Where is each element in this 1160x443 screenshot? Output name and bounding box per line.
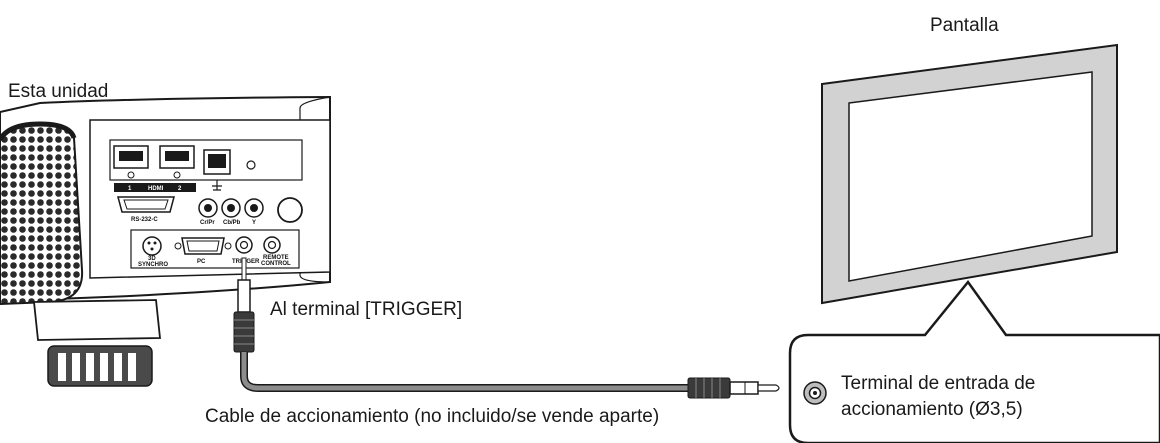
hdmi-label: HDMI <box>148 186 164 192</box>
y-label: Y <box>252 220 256 226</box>
pc-label: PC <box>197 259 206 265</box>
screen-terminal-label-line1: Terminal de entrada de <box>841 373 1036 394</box>
trigger-terminal-label: Al terminal [TRIGGER] <box>270 299 463 320</box>
projection-screen <box>821 43 1118 305</box>
round-button[interactable] <box>277 197 303 223</box>
3d-synchro-port[interactable] <box>142 236 162 256</box>
trigger-port[interactable] <box>235 236 253 254</box>
hdmi-1-label: 1 <box>128 186 132 192</box>
screen-terminal-label-line2: accionamiento (Ø3,5) <box>841 399 1023 420</box>
hdmi-label-bar <box>114 183 196 192</box>
component-port-cr-pr[interactable] <box>198 198 218 218</box>
projector-foot <box>33 299 161 387</box>
synchro-label: SYNCHRO <box>138 262 168 268</box>
trigger-cable <box>233 257 780 399</box>
unit-label: Esta unidad <box>8 81 109 102</box>
screen-label: Pantalla <box>930 15 999 36</box>
cr-pr-label: Cr/Pr <box>200 220 215 226</box>
rs232c-label: RS-232-C <box>131 217 158 223</box>
control-label: CONTROL <box>261 261 291 267</box>
hdmi-port-2[interactable] <box>159 145 195 179</box>
hdmi-port-1[interactable] <box>113 145 149 179</box>
remote-label: REMOTE <box>263 255 289 261</box>
3d-label: 3D <box>148 256 156 262</box>
lan-port[interactable] <box>203 149 231 191</box>
callout-bubble <box>788 279 1160 443</box>
cb-pb-label: Cb/Pb <box>223 220 241 226</box>
screw-icon <box>246 160 256 170</box>
remote-control-port[interactable] <box>263 236 281 254</box>
hdmi-2-label: 2 <box>178 186 182 192</box>
trigger-jack-icon <box>803 381 827 405</box>
front-grille <box>0 122 84 306</box>
pc-port[interactable] <box>174 237 232 255</box>
cable-label: Cable de accionamiento (no incluido/se v… <box>205 406 660 427</box>
component-port-cb-pb[interactable] <box>221 198 241 218</box>
component-port-y[interactable] <box>244 198 264 218</box>
rs232c-port[interactable] <box>117 196 175 213</box>
connector-panel: 1 HDMI 2 RS-232-C Cr/Pr Cb/Pb Y 3D SYNCH… <box>89 119 331 279</box>
